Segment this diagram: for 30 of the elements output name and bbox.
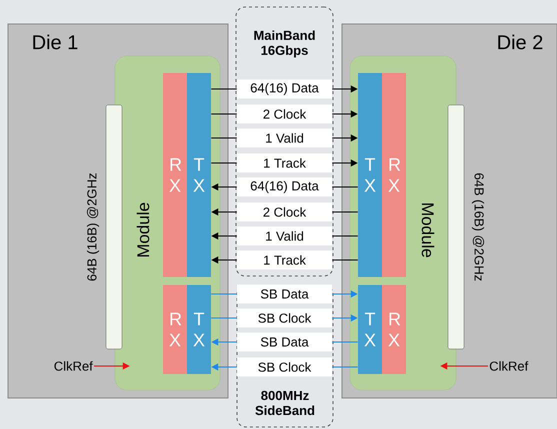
signal-box: 64(16) Data: [237, 178, 332, 196]
rx-block: R X: [163, 73, 187, 277]
signal-box: SB Clock: [237, 358, 332, 376]
clock-label: ClkRef: [54, 361, 93, 371]
signal-box: 1 Track: [237, 250, 332, 270]
tx-block: T X: [358, 73, 382, 277]
signal-line: [210, 88, 238, 90]
rotated-label: 64B (16B) @2GHz: [472, 173, 484, 281]
signal-line: [332, 366, 358, 368]
signal-box: 2 Clock: [237, 104, 332, 124]
clock-label: ClkRef: [490, 361, 528, 371]
signal-box: 1 Track: [237, 154, 332, 172]
signal-box: 1 Valid: [237, 226, 332, 246]
signal-box: 1 Valid: [237, 128, 332, 148]
signal-box: SB Clock: [237, 308, 332, 328]
tx-block: T X: [358, 285, 382, 374]
signal-box: SB Data: [237, 332, 332, 352]
tx-block: T X: [187, 73, 211, 277]
signal-box: SB Data: [237, 284, 332, 304]
signal-line: [210, 162, 238, 164]
signal-box: 2 Clock: [237, 202, 332, 222]
signal-line: [332, 186, 358, 188]
rx-block: R X: [163, 285, 187, 374]
bar: [106, 104, 122, 350]
rotated-label: 64B (16B) @2GHz: [86, 173, 100, 281]
bar: [448, 104, 464, 350]
rx-block: R X: [382, 285, 406, 374]
rx-block: R X: [382, 73, 406, 277]
signal-box: 64(16) Data: [237, 80, 332, 98]
tx-block: T X: [187, 285, 211, 374]
